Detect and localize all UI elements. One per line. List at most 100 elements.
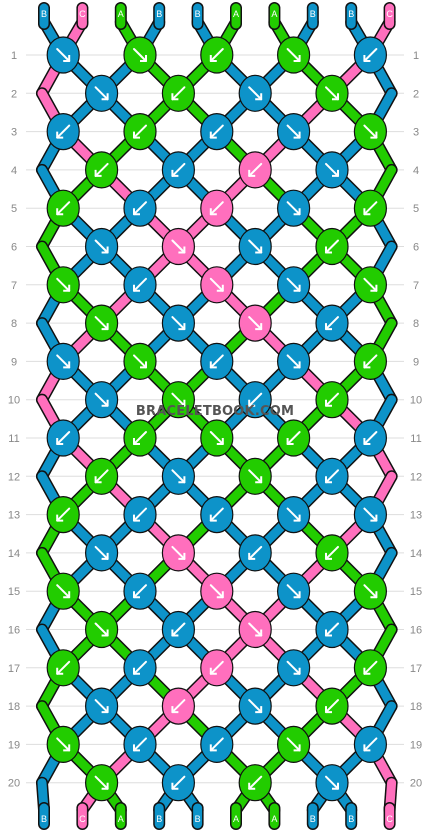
knot-arrow-se-icon [325,162,339,177]
knot-arrow-se-icon [209,431,224,445]
knot-arrowhead-icon [293,744,301,752]
knot-arrow-sw-icon [209,124,224,139]
strand-top-label: B [310,9,316,19]
knot-arrowhead-icon [248,782,256,790]
strand-top-label: C [79,9,86,19]
knot-arrowhead-icon [171,629,179,637]
knot-arrowhead-icon [171,706,179,714]
knot-arrowhead-icon [171,169,179,177]
knot-arrowhead-icon [370,131,378,139]
knot-arrow-se-icon [56,737,71,752]
row-label-right: 15 [410,586,422,598]
strand-top-label: B [156,9,162,19]
row-label-left: 4 [11,165,17,177]
knot-arrow-se-icon [286,48,301,62]
knot-arrow-sw-icon [363,431,378,445]
knot-arrowhead-icon [363,744,371,752]
knot-arrowhead-icon [293,55,301,62]
knot-arrow-se-icon [286,354,301,369]
knot-arrow-se-icon [325,775,339,790]
row-label-left: 14 [8,548,20,560]
knot-arrow-se-icon [363,277,378,292]
knot-arrowhead-icon [101,246,109,254]
knot-arrowhead-icon [101,552,109,560]
knot-arrowhead-icon [332,782,339,790]
knot-arrowhead-icon [56,514,64,522]
knot-arrowhead-icon [248,169,256,177]
knot-arrow-se-icon [56,48,71,62]
strand-bottom-label: A [271,814,277,824]
row-label-right: 20 [410,778,422,790]
strand-bottom-label: C [386,814,393,824]
knot-arrowhead-icon [363,55,371,62]
knot-arrowhead-icon [63,744,71,752]
knot-arrowhead-icon [178,399,186,407]
knot-arrowhead-icon [255,93,263,101]
knot-arrowhead-icon [325,246,332,254]
knot-arrowhead-icon [293,131,301,139]
knot-arrowhead-icon [325,476,332,484]
row-label-right: 10 [410,395,422,407]
knot-arrow-sw-icon [325,545,339,560]
knot-arrowhead-icon [56,208,64,216]
knot-arrow-sw-icon [209,48,224,62]
knot-arrowhead-icon [101,782,109,790]
knot-arrow-sw-icon [248,545,263,560]
row-label-right: 11 [410,433,421,445]
knot-arrowhead-icon [293,284,301,292]
knot-arrowhead-icon [209,667,217,675]
knot-arrowhead-icon [133,591,140,599]
row-label-right: 17 [410,663,422,675]
row-label-left: 11 [8,433,19,445]
knot-arrow-sw-icon [171,622,186,637]
knot-arrowhead-icon [216,438,224,445]
knot-arrow-se-icon [94,316,109,331]
knot-arrow-se-icon [171,239,186,254]
knot-arrow-se-icon [286,737,301,752]
knot-arrow-sw-icon [133,584,147,599]
knot-arrow-se-icon [94,392,109,407]
knot-arrow-se-icon [363,584,378,599]
row-label-left: 16 [8,625,20,637]
strand-top-label: A [118,9,124,19]
strand-bottom-label: A [118,814,124,824]
row-label-right: 2 [413,88,419,100]
knot-arrow-se-icon [133,48,147,62]
knot-arrowhead-icon [94,169,102,177]
row-label-left: 8 [11,318,17,330]
row-label-right: 5 [413,203,419,215]
knot-arrow-sw-icon [133,660,147,675]
knot-arrow-sw-icon [171,162,186,177]
knot-arrow-se-icon [248,239,263,254]
knot-arrow-sw-icon [363,737,378,752]
row-label-left: 2 [11,88,17,100]
row-label-right: 12 [410,471,422,483]
row-label-left: 1 [11,50,17,62]
knot-arrow-se-icon [325,86,339,101]
knot-arrowhead-icon [178,246,186,254]
knot-arrow-sw-icon [209,201,224,216]
knot-arrowhead-icon [293,514,301,522]
knot-arrowhead-icon [255,629,263,637]
row-label-right: 4 [413,165,419,177]
knot-arrow-sw-icon [56,124,71,139]
knot-arrow-se-icon [248,469,263,484]
knot-arrowhead-icon [255,476,263,484]
knot-arrowhead-icon [363,208,371,216]
knot-arrowhead-icon [133,284,140,292]
knot-arrow-sw-icon [363,48,378,62]
knot-arrow-se-icon [286,277,301,292]
knot-arrow-se-icon [286,660,301,675]
row-label-left: 13 [8,510,20,522]
strand-bottom-label: B [195,814,201,824]
row-label-right: 9 [413,356,419,368]
knot-arrowhead-icon [248,552,256,560]
row-label-left: 18 [8,701,20,713]
knot-arrowhead-icon [140,361,147,369]
knot-arrow-se-icon [56,584,71,599]
knot-arrowhead-icon [370,591,378,599]
knot-arrowhead-icon [178,323,186,331]
knot-arrowhead-icon [216,591,224,599]
knot-arrowhead-icon [171,782,179,790]
